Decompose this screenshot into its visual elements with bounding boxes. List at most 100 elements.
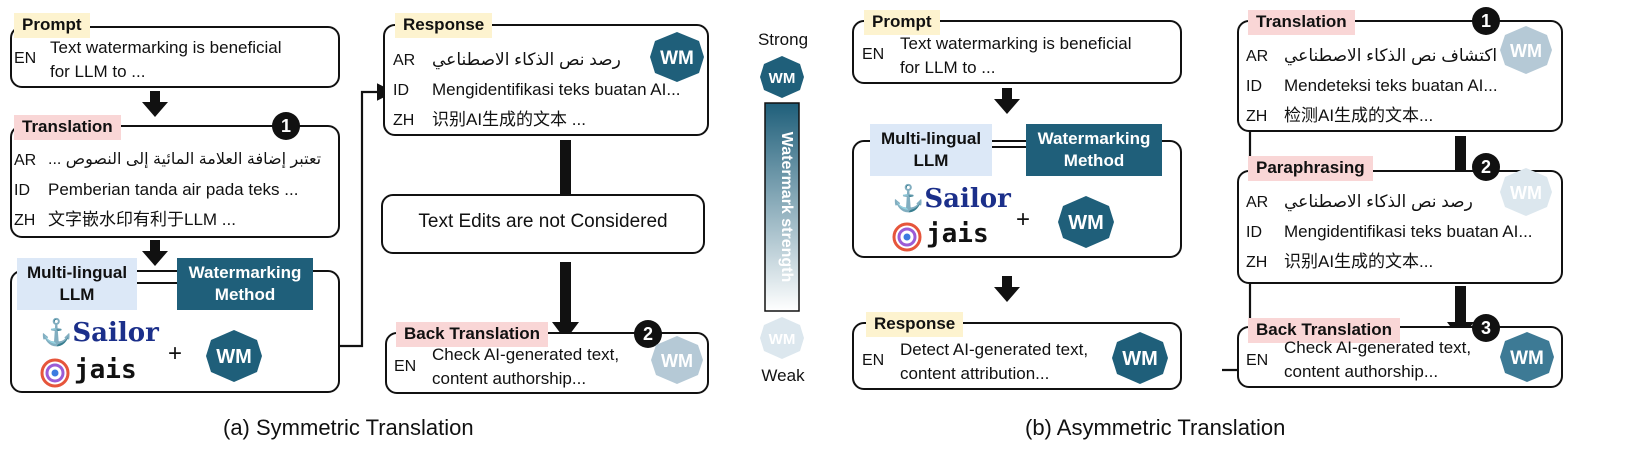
left-translation-box — [10, 125, 340, 238]
right-ml-label: Multi-lingual LLM — [870, 124, 992, 176]
legend-weak-wm-icon: WM — [760, 317, 804, 359]
left-jais-text: jais — [74, 355, 137, 385]
left-response-wm-icon: WM — [650, 32, 704, 82]
right-translation-ar-lang: AR — [1246, 48, 1269, 65]
right-paraphrasing-id-text: Mengidentifikasi teks buatan AI... — [1284, 222, 1533, 241]
left-translation-tag: Translation — [14, 115, 121, 140]
right-prompt-tag: Prompt — [864, 10, 940, 35]
legend-strong-wm-text: WM — [769, 70, 796, 87]
right-paraphrasing-ar-lang: AR — [1246, 194, 1269, 211]
legend-strength-bar: Watermark strength — [764, 102, 800, 312]
left-edits-text: Text Edits are not Considered — [418, 211, 668, 232]
left-ml-label: Multi-lingual LLM — [17, 258, 137, 310]
left-prompt-lang: EN — [14, 50, 37, 67]
right-plus-sign: + — [1016, 206, 1031, 233]
right-translation-id-text: Mendeteksi teks buatan AI... — [1284, 76, 1498, 95]
right-back-tag: Back Translation — [1248, 318, 1401, 343]
right-paraphrasing-wm-icon: WM — [1500, 168, 1552, 216]
translation-to-paraphrasing-connector — [1455, 136, 1466, 172]
model-to-response-connector — [338, 83, 395, 348]
right-paraphrasing-tag: Paraphrasing — [1248, 156, 1373, 181]
left-translation-zh-lang: ZH — [14, 212, 36, 229]
right-wm-method-label: Watermarking Method — [1026, 124, 1162, 176]
right-translation-id-lang: ID — [1246, 78, 1262, 95]
right-paraphrasing-id-lang: ID — [1246, 224, 1262, 241]
right-response-wm-text: WM — [1122, 348, 1158, 370]
right-model-wm-text: WM — [1068, 212, 1104, 234]
legend-weak-label: Weak — [761, 366, 805, 385]
left-response-wm-text: WM — [660, 48, 694, 69]
right-back-line1: Check AI-generated text, — [1284, 338, 1472, 357]
right-response-line1: Detect AI-generated text, — [900, 340, 1089, 359]
left-back-tag: Back Translation — [396, 322, 549, 347]
right-response-tag: Response — [866, 312, 964, 337]
left-back-badge: 2 — [634, 320, 662, 348]
left-response-id-text: Mengidentifikasi teks buatan AI... — [432, 80, 681, 99]
right-prompt-lang: EN — [862, 46, 885, 63]
left-model-divider — [137, 282, 177, 284]
left-back-lang: EN — [394, 358, 417, 375]
right-down-arrow-2 — [994, 276, 1020, 302]
right-translation-zh-text: 检测AI生成的文本... — [1284, 106, 1434, 125]
right-back-line2: content authorship... — [1284, 362, 1439, 381]
right-model-wm-icon: WM — [1058, 196, 1114, 248]
edits-to-back-arrowhead — [552, 322, 579, 340]
left-back-line1: Check AI-generated text, — [432, 345, 620, 364]
left-sailor-logo: ⚓Sailor — [40, 318, 159, 348]
right-down-arrow-1 — [994, 88, 1020, 114]
left-response-zh-text: 识别AI生成的文本 ... — [432, 110, 586, 129]
left-translation-id-text: Pemberian tanda air pada teks ... — [48, 180, 299, 199]
left-down-arrow-2 — [142, 240, 168, 266]
jais-swirl-icon — [40, 358, 70, 388]
right-prompt-line1: Text watermarking is beneficial — [900, 34, 1132, 53]
left-down-arrow-1 — [142, 91, 168, 117]
legend-strong-label: Strong — [757, 30, 809, 49]
edits-to-back-connector — [560, 262, 571, 324]
left-back-wm-icon: WM — [651, 336, 703, 384]
left-back-wm-text: WM — [661, 351, 693, 371]
response-to-edits-connector — [560, 140, 571, 200]
right-back-wm-text: WM — [1510, 348, 1544, 369]
legend-strong-wm-icon: WM — [760, 56, 804, 98]
right-prompt-line2: for LLM to ... — [900, 58, 996, 77]
anchor-icon: ⚓ — [892, 184, 925, 214]
left-response-zh-lang: ZH — [393, 112, 415, 129]
left-translation-id-lang: ID — [14, 182, 30, 199]
left-response-tag: Response — [395, 13, 493, 38]
right-sailor-logo: ⚓Sailor — [892, 184, 1011, 214]
left-translation-zh-text: 文字嵌水印有利于LLM ... — [48, 210, 236, 229]
left-response-id-lang: ID — [393, 82, 409, 99]
right-response-wm-icon: WM — [1112, 332, 1168, 384]
right-back-wm-icon: WM — [1500, 332, 1554, 382]
left-translation-badge: 1 — [272, 112, 300, 140]
paraphrasing-to-back-connector — [1455, 286, 1466, 324]
left-model-wm-icon: WM — [206, 330, 262, 382]
left-edits-box — [381, 194, 705, 254]
anchor-icon: ⚓ — [40, 318, 73, 348]
right-caption: (b) Asymmetric Translation — [1025, 415, 1286, 440]
right-paraphrasing-zh-text: 识别AI生成的文本... — [1284, 252, 1434, 271]
right-back-lang: EN — [1246, 352, 1269, 369]
right-paraphrasing-wm-text: WM — [1510, 183, 1542, 203]
legend-weak-wm-text: WM — [769, 331, 796, 348]
left-response-ar-text: رصد نص الذكاء الاصطناعي — [432, 50, 621, 69]
right-translation-zh-lang: ZH — [1246, 108, 1268, 125]
right-translation-badge: 1 — [1472, 7, 1500, 35]
right-translation-ar-text: اكتشاف نص الذكاء الاصطناعي — [1284, 46, 1498, 65]
left-wm-method-label: Watermarking Method — [177, 258, 313, 310]
right-model-divider — [992, 146, 1026, 148]
right-paraphrasing-badge: 2 — [1472, 153, 1500, 181]
right-translation-tag: Translation — [1248, 10, 1355, 35]
left-plus-sign: + — [168, 340, 183, 367]
left-prompt-line2: for LLM to ... — [50, 62, 146, 81]
left-response-ar-lang: AR — [393, 52, 416, 69]
left-prompt-tag: Prompt — [14, 13, 90, 38]
right-jais-text: jais — [926, 219, 989, 249]
right-back-badge: 3 — [1472, 314, 1500, 342]
left-translation-ar-text: تعتبر إضافة العلامة المائية إلى النصوص .… — [48, 151, 322, 168]
right-paraphrasing-zh-lang: ZH — [1246, 254, 1268, 271]
legend-bar-label: Watermark strength — [778, 132, 795, 283]
left-back-line2: content authorship... — [432, 369, 587, 388]
right-translation-wm-icon: WM — [1500, 26, 1552, 74]
